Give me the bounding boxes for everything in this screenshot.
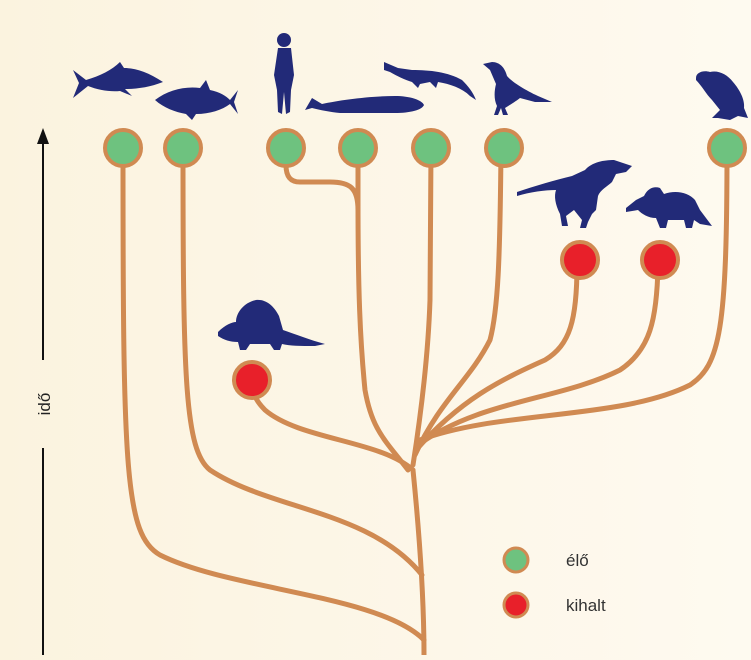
branch-human-whale xyxy=(358,200,408,470)
tyrannosaurus-icon xyxy=(517,160,632,228)
branch-dimetrodon xyxy=(252,380,413,470)
human-icon xyxy=(274,33,294,114)
silhouettes xyxy=(73,33,748,350)
node-dimetrodon xyxy=(234,362,270,398)
legend-extinct-label: kihalt xyxy=(566,596,606,615)
tuna-fish-icon xyxy=(155,80,238,120)
whale-icon xyxy=(305,96,424,113)
time-axis-label: idő xyxy=(35,393,54,416)
node-whale xyxy=(340,130,376,166)
shark-icon xyxy=(73,62,163,98)
branch-trunk xyxy=(413,470,424,655)
frog-icon xyxy=(696,71,748,120)
branch-crocodile xyxy=(413,150,431,465)
time-axis: idő xyxy=(35,128,54,655)
triceratops-icon xyxy=(626,187,712,228)
time-axis-arrowhead xyxy=(37,128,49,144)
bird-icon xyxy=(483,62,552,115)
node-human xyxy=(268,130,304,166)
node-triceratops xyxy=(642,242,678,278)
phylogenetic-branches xyxy=(123,150,727,655)
node-tyrannosaurus xyxy=(562,242,598,278)
crocodile-icon xyxy=(384,62,476,100)
node-crocodile xyxy=(413,130,449,166)
legend-living-label: élő xyxy=(566,551,589,570)
legend: élő kihalt xyxy=(504,548,606,617)
branch-tuna xyxy=(183,150,422,575)
branch-shark xyxy=(123,150,424,640)
dimetrodon-icon xyxy=(218,300,325,350)
legend-extinct-swatch xyxy=(504,593,528,617)
node-shark xyxy=(105,130,141,166)
node-bird xyxy=(486,130,522,166)
legend-living-swatch xyxy=(504,548,528,572)
node-frog xyxy=(709,130,745,166)
node-tuna xyxy=(165,130,201,166)
